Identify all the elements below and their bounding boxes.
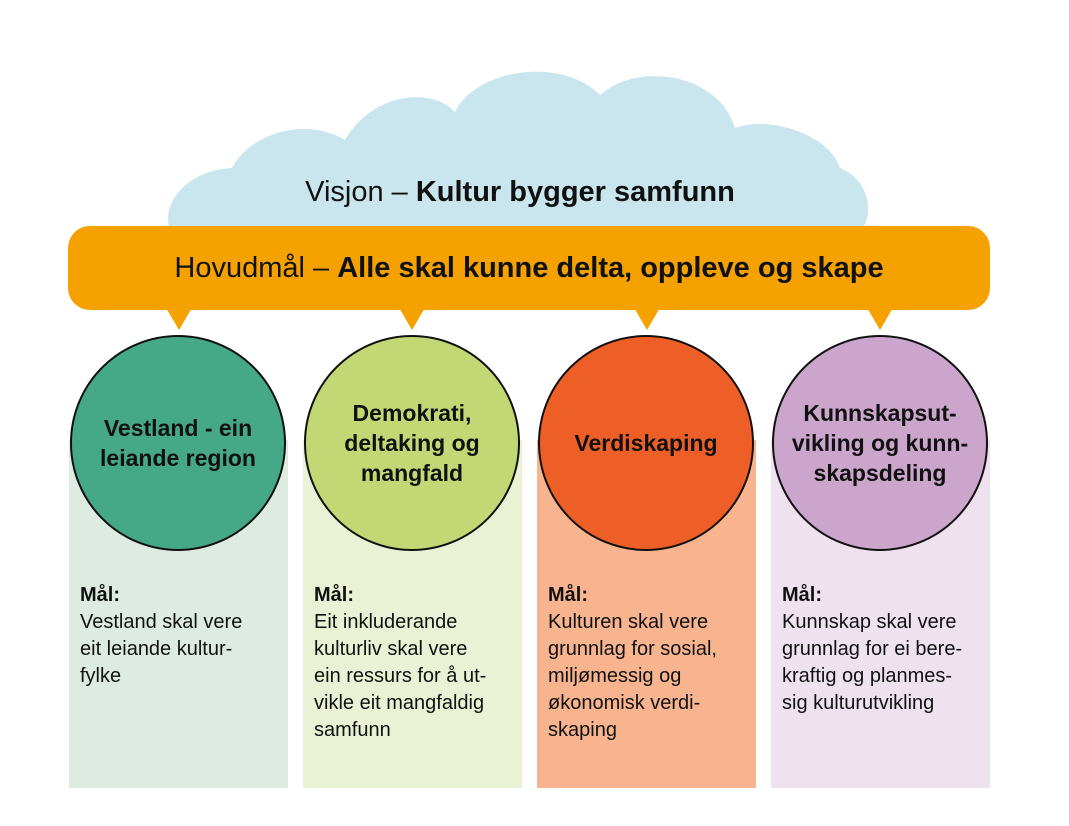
banner-pointer-4 — [866, 306, 894, 330]
goal-label-2: Mål: — [314, 584, 354, 606]
pillar-goal-3: Mål: Kulturen skal vere grunnlag for sos… — [548, 582, 753, 744]
pillar-circle-2: Demokrati, deltaking og mangfald — [304, 335, 520, 551]
pillar-goal-2: Mål: Eit inkluderande kulturliv skal ver… — [314, 582, 519, 744]
cloud-shape — [168, 71, 869, 232]
pillar-circle-3: Verdiskaping — [538, 335, 754, 551]
main-goal-banner: Hovudmål – Alle skal kunne delta, opplev… — [68, 226, 990, 310]
goal-label-3: Mål: — [548, 584, 588, 606]
pillar-title-2: Demokrati, deltaking og mangfald — [344, 400, 480, 486]
goal-text-3: Kulturen skal vere grunnlag for sosial, … — [548, 611, 717, 741]
pillar-circle-1: Vestland - ein leiande region — [70, 335, 286, 551]
pillar-title-1: Vestland - ein leiande region — [100, 415, 256, 471]
pillar-goal-1: Mål: Vestland skal vere eit leiande kult… — [80, 582, 285, 690]
goal-text-2: Eit inkluderande kulturliv skal vere ein… — [314, 611, 487, 741]
banner-pointer-2 — [398, 306, 426, 330]
vision-heading: Visjon – Kultur bygger samfunn — [170, 172, 870, 212]
pillar-circle-4: Kunnskapsut- vikling og kunn- skapsdelin… — [772, 335, 988, 551]
pillar-goal-4: Mål: Kunnskap skal vere grunnlag for ei … — [782, 582, 987, 717]
goal-text-4: Kunnskap skal vere grunnlag for ei bere-… — [782, 611, 963, 714]
banner-pointer-3 — [633, 306, 661, 330]
main-goal-title: Alle skal kunne delta, oppleve og skape — [337, 252, 884, 284]
vision-prefix: Visjon – — [305, 176, 416, 208]
main-goal-prefix: Hovudmål – — [174, 252, 338, 284]
goal-label-1: Mål: — [80, 584, 120, 606]
main-goal-heading: Hovudmål – Alle skal kunne delta, opplev… — [68, 248, 990, 288]
pillar-title-3: Verdiskaping — [574, 430, 718, 456]
goal-text-1: Vestland skal vere eit leiande kultur- f… — [80, 611, 243, 687]
pillar-title-4: Kunnskapsut- vikling og kunn- skapsdelin… — [791, 400, 969, 486]
goal-label-4: Mål: — [782, 584, 822, 606]
banner-pointer-1 — [165, 306, 193, 330]
vision-title: Kultur bygger samfunn — [415, 176, 735, 208]
